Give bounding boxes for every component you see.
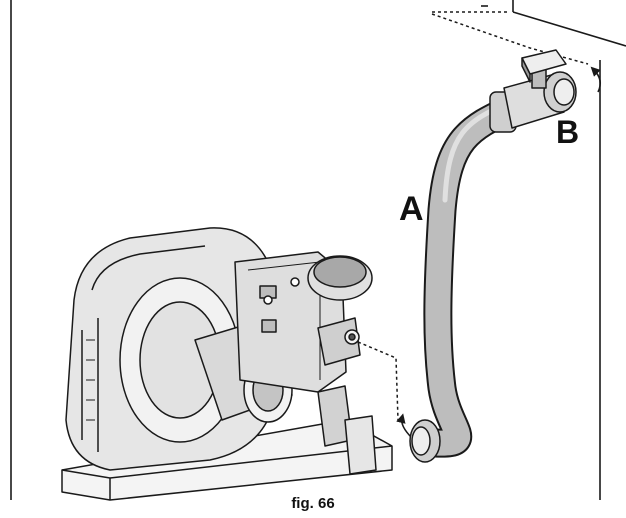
gas-inlet-fitting (317, 317, 361, 366)
burner-assembly (61, 227, 393, 501)
wall-outline (10, 0, 626, 500)
figure-caption: fig. 66 (291, 495, 335, 512)
label-valve-b: B (556, 114, 580, 150)
arrow-icon-upper (590, 66, 602, 93)
guide-lines (357, 13, 589, 421)
flexible-hose (420, 93, 527, 458)
hose-nut (409, 419, 441, 463)
label-hose-a: A (399, 190, 424, 228)
ball-valve (489, 49, 577, 133)
